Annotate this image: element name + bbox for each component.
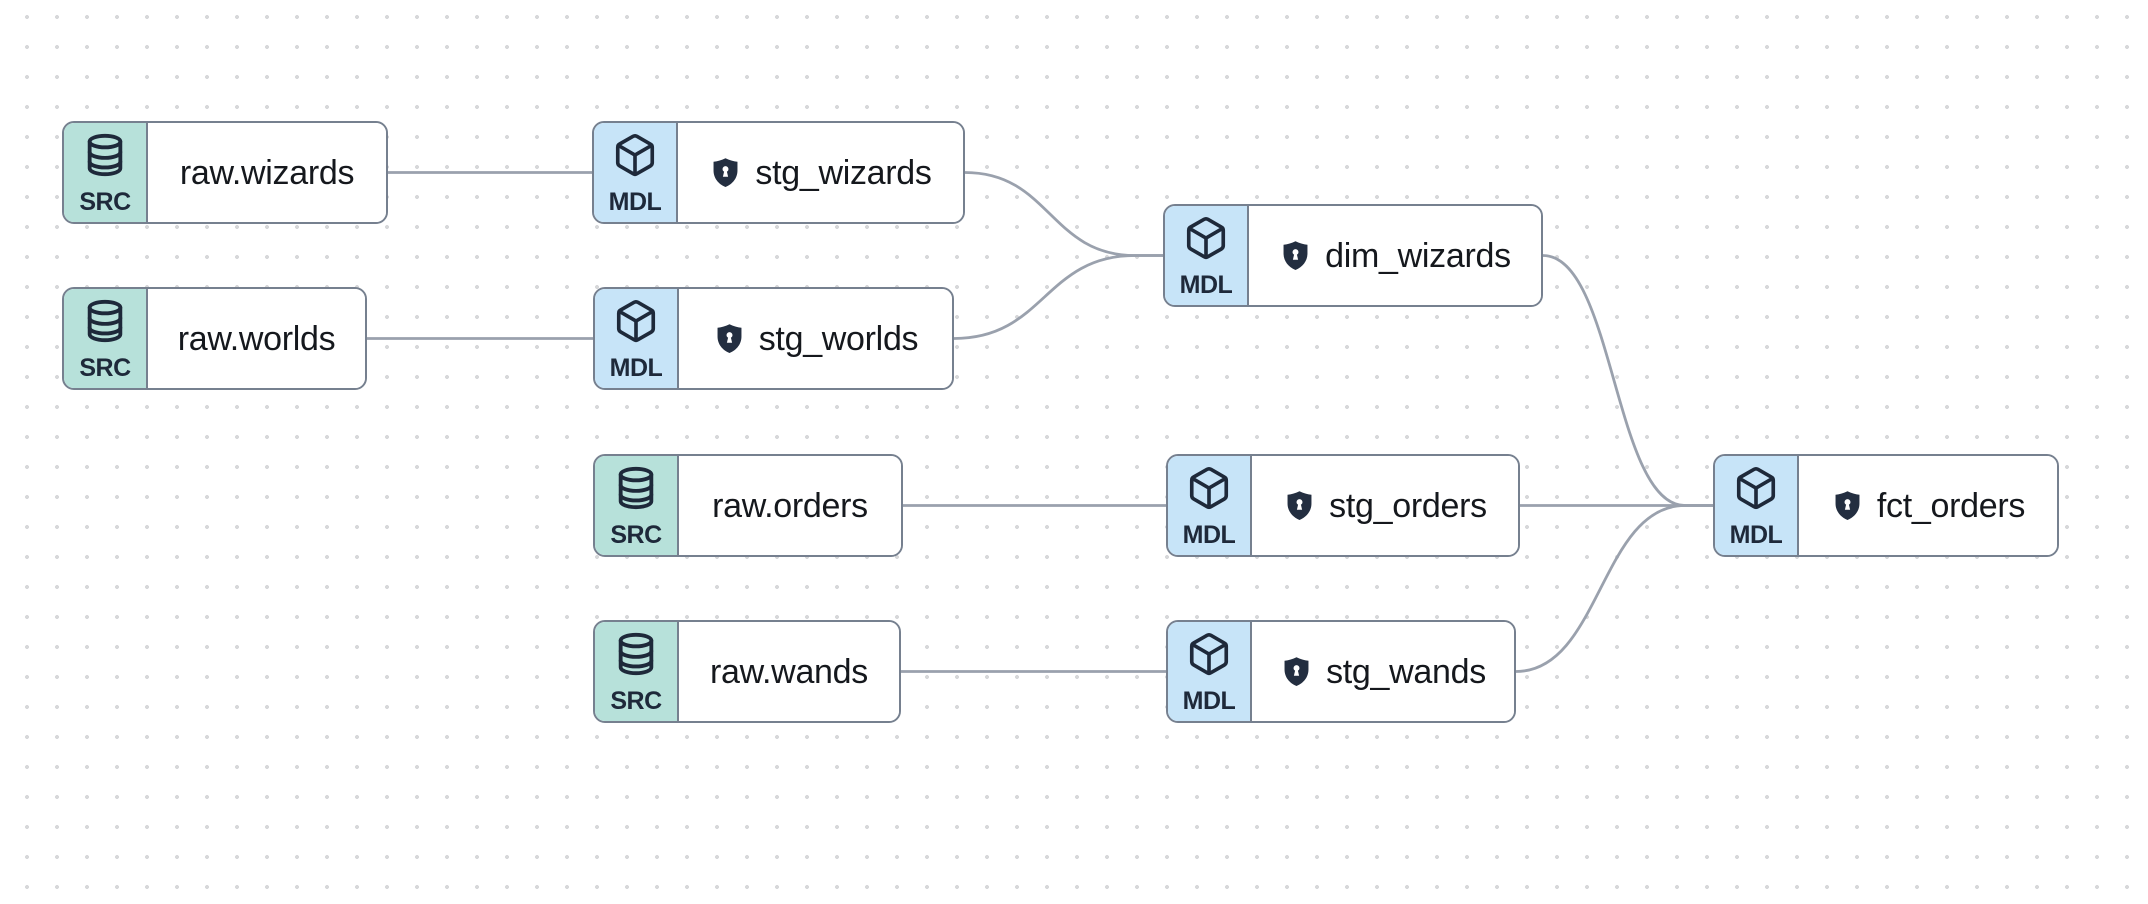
database-icon [618,466,654,510]
node-label: stg_wizards [755,153,932,192]
node-type-badge: SRC [64,289,148,388]
node-label: dim_wizards [1325,236,1511,275]
node-label-area: raw.wands [679,622,899,721]
node-label-area: stg_wizards [678,123,963,222]
cube-icon [1189,633,1229,676]
node-type-label: SRC [610,521,662,549]
node-type-badge: MDL [595,289,679,388]
node-stg_wizards[interactable]: MDL stg_wizards [592,121,965,224]
node-type-badge: MDL [1168,456,1252,555]
node-raw_wizards[interactable]: SRC raw.wizards [62,121,388,224]
edge-stg_worlds-to-dim_wizards [952,254,1165,340]
shield-lock-icon [1287,491,1312,520]
node-type-badge: MDL [1165,206,1249,305]
shield-lock-icon [1283,241,1308,270]
node-type-label: SRC [79,354,131,382]
node-label: stg_orders [1329,486,1487,525]
node-stg_orders[interactable]: MDL stg_orders [1166,454,1520,557]
node-type-badge: SRC [595,456,679,555]
node-type-label: MDL [1182,687,1236,715]
node-raw_wands[interactable]: SRC raw.wands [593,620,901,723]
node-label-area: stg_orders [1252,456,1518,555]
node-type-label: SRC [79,188,131,216]
node-label: raw.wizards [179,153,355,192]
node-label: stg_wands [1326,652,1486,691]
node-raw_orders[interactable]: SRC raw.orders [593,454,903,557]
node-type-badge: MDL [1715,456,1799,555]
node-type-badge: SRC [595,622,679,721]
shield-lock-icon [1284,657,1309,686]
cube-icon [1736,467,1776,510]
database-icon [87,299,123,343]
node-type-badge: SRC [64,123,148,222]
cube-icon [1189,467,1229,510]
node-stg_wands[interactable]: MDL stg_wands [1166,620,1516,723]
shield-lock-icon [717,324,742,353]
node-label: fct_orders [1876,486,2026,525]
node-label: raw.worlds [177,319,336,358]
edge-stg_wands-to-fct_orders [1514,504,1715,673]
database-icon [618,632,654,676]
edge-dim_wizards-to-fct_orders [1541,254,1715,507]
node-label-area: raw.orders [679,456,901,555]
node-type-badge: MDL [594,123,678,222]
node-type-badge: MDL [1168,622,1252,721]
node-label: stg_worlds [758,319,919,358]
node-raw_worlds[interactable]: SRC raw.worlds [62,287,367,390]
node-label-area: raw.wizards [148,123,386,222]
node-label-area: dim_wizards [1249,206,1541,305]
node-label-area: stg_wands [1252,622,1514,721]
node-label: raw.orders [712,486,868,525]
cube-icon [1186,217,1226,260]
node-label-area: fct_orders [1799,456,2057,555]
node-label-area: stg_worlds [679,289,952,388]
node-type-label: MDL [609,354,663,382]
shield-lock-icon [713,158,738,187]
shield-lock-icon [1835,491,1860,520]
cube-icon [615,134,655,177]
edge-stg_wizards-to-dim_wizards [963,171,1165,257]
node-dim_wizards[interactable]: MDL dim_wizards [1163,204,1543,307]
node-type-label: SRC [610,687,662,715]
node-type-label: MDL [1179,271,1233,299]
cube-icon [616,300,656,343]
node-label-area: raw.worlds [148,289,365,388]
node-type-label: MDL [608,188,662,216]
node-fct_orders[interactable]: MDL fct_orders [1713,454,2059,557]
node-type-label: MDL [1729,521,1783,549]
node-stg_worlds[interactable]: MDL stg_worlds [593,287,954,390]
node-label: raw.wands [710,652,868,691]
database-icon [87,133,123,177]
node-type-label: MDL [1182,521,1236,549]
